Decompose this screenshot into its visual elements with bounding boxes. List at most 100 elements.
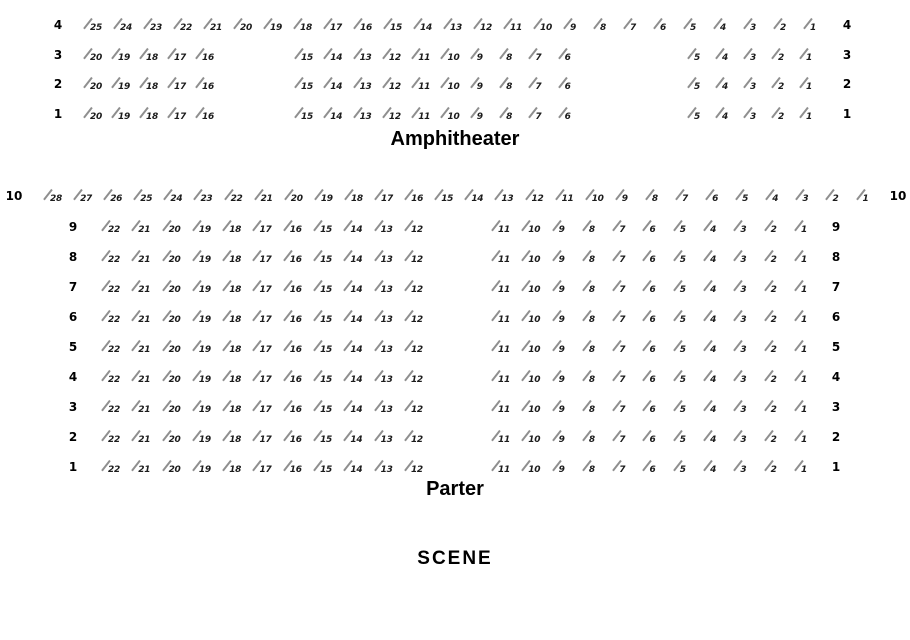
seat[interactable]: 2 xyxy=(768,104,796,126)
seat[interactable]: 14 xyxy=(340,217,370,239)
seat[interactable]: 19 xyxy=(260,15,290,37)
seat[interactable]: 21 xyxy=(128,277,158,299)
seat[interactable]: 9 xyxy=(549,427,579,449)
seat[interactable]: 3 xyxy=(730,277,760,299)
seat[interactable]: 28 xyxy=(40,186,70,208)
seat[interactable]: 15 xyxy=(291,104,320,126)
seat[interactable]: 15 xyxy=(291,74,320,96)
seat[interactable]: 1 xyxy=(796,74,824,96)
seat[interactable]: 10 xyxy=(518,397,548,419)
seat[interactable]: 3 xyxy=(730,427,760,449)
seat[interactable]: 15 xyxy=(310,307,340,329)
seat[interactable]: 16 xyxy=(350,15,380,37)
seat[interactable]: 22 xyxy=(98,367,128,389)
seat[interactable]: 16 xyxy=(280,307,310,329)
seat[interactable]: 14 xyxy=(340,457,370,479)
seat[interactable]: 3 xyxy=(730,247,760,269)
seat[interactable]: 5 xyxy=(670,307,700,329)
seat[interactable]: 16 xyxy=(192,45,220,67)
seat[interactable]: 10 xyxy=(582,186,612,208)
seat[interactable]: 10 xyxy=(437,104,466,126)
seat[interactable]: 7 xyxy=(609,397,639,419)
seat[interactable]: 15 xyxy=(310,217,340,239)
seat[interactable]: 2 xyxy=(761,427,791,449)
seat[interactable]: 2 xyxy=(761,307,791,329)
seat[interactable]: 1 xyxy=(853,186,883,208)
seat[interactable]: 14 xyxy=(410,15,440,37)
seat[interactable]: 15 xyxy=(380,15,410,37)
seat[interactable]: 17 xyxy=(249,367,279,389)
seat[interactable]: 9 xyxy=(467,45,496,67)
seat[interactable]: 5 xyxy=(684,45,712,67)
seat[interactable]: 20 xyxy=(159,217,189,239)
seat[interactable]: 11 xyxy=(488,337,518,359)
seat[interactable]: 22 xyxy=(98,457,128,479)
seat[interactable]: 17 xyxy=(371,186,401,208)
seat[interactable]: 15 xyxy=(310,247,340,269)
seat[interactable]: 12 xyxy=(401,247,431,269)
seat[interactable]: 7 xyxy=(672,186,702,208)
seat[interactable]: 23 xyxy=(190,186,220,208)
seat[interactable]: 1 xyxy=(791,397,821,419)
seat[interactable]: 3 xyxy=(730,457,760,479)
seat[interactable]: 17 xyxy=(249,247,279,269)
seat[interactable]: 23 xyxy=(140,15,170,37)
seat[interactable]: 10 xyxy=(518,427,548,449)
seat[interactable]: 7 xyxy=(609,217,639,239)
seat[interactable]: 1 xyxy=(796,104,824,126)
seat[interactable]: 21 xyxy=(128,367,158,389)
seat[interactable]: 7 xyxy=(525,74,554,96)
seat[interactable]: 13 xyxy=(350,104,379,126)
seat[interactable]: 20 xyxy=(159,307,189,329)
seat[interactable]: 3 xyxy=(792,186,822,208)
seat[interactable]: 12 xyxy=(401,217,431,239)
seat[interactable]: 8 xyxy=(579,457,609,479)
seat[interactable]: 22 xyxy=(98,427,128,449)
seat[interactable]: 5 xyxy=(680,15,710,37)
seat[interactable]: 9 xyxy=(467,104,496,126)
seat[interactable]: 18 xyxy=(341,186,371,208)
seat[interactable]: 11 xyxy=(488,457,518,479)
seat[interactable]: 4 xyxy=(700,307,730,329)
seat[interactable]: 18 xyxy=(136,104,164,126)
seat[interactable]: 15 xyxy=(310,427,340,449)
seat[interactable]: 17 xyxy=(164,74,192,96)
seat[interactable]: 5 xyxy=(670,397,700,419)
seat[interactable]: 6 xyxy=(639,337,669,359)
seat[interactable]: 8 xyxy=(496,45,525,67)
seat[interactable]: 6 xyxy=(639,397,669,419)
seat[interactable]: 5 xyxy=(684,104,712,126)
seat[interactable]: 1 xyxy=(791,337,821,359)
seat[interactable]: 17 xyxy=(249,217,279,239)
seat[interactable]: 15 xyxy=(291,45,320,67)
seat[interactable]: 20 xyxy=(159,337,189,359)
seat[interactable]: 17 xyxy=(249,307,279,329)
seat[interactable]: 11 xyxy=(488,247,518,269)
seat[interactable]: 19 xyxy=(311,186,341,208)
seat[interactable]: 20 xyxy=(159,277,189,299)
seat[interactable]: 16 xyxy=(192,74,220,96)
seat[interactable]: 19 xyxy=(189,337,219,359)
seat[interactable]: 13 xyxy=(371,457,401,479)
seat[interactable]: 7 xyxy=(609,277,639,299)
seat[interactable]: 4 xyxy=(700,277,730,299)
seat[interactable]: 18 xyxy=(219,217,249,239)
seat[interactable]: 7 xyxy=(525,104,554,126)
seat[interactable]: 4 xyxy=(762,186,792,208)
seat[interactable]: 12 xyxy=(401,427,431,449)
seat[interactable]: 3 xyxy=(740,74,768,96)
seat[interactable]: 22 xyxy=(98,397,128,419)
seat[interactable]: 9 xyxy=(549,337,579,359)
seat[interactable]: 14 xyxy=(340,367,370,389)
seat[interactable]: 8 xyxy=(496,74,525,96)
seat[interactable]: 5 xyxy=(684,74,712,96)
seat[interactable]: 20 xyxy=(159,427,189,449)
seat[interactable]: 21 xyxy=(128,427,158,449)
seat[interactable]: 15 xyxy=(310,337,340,359)
seat[interactable]: 12 xyxy=(401,277,431,299)
seat[interactable]: 1 xyxy=(791,367,821,389)
seat[interactable]: 9 xyxy=(560,15,590,37)
seat[interactable]: 20 xyxy=(80,45,108,67)
seat[interactable]: 16 xyxy=(280,367,310,389)
seat[interactable]: 19 xyxy=(189,367,219,389)
